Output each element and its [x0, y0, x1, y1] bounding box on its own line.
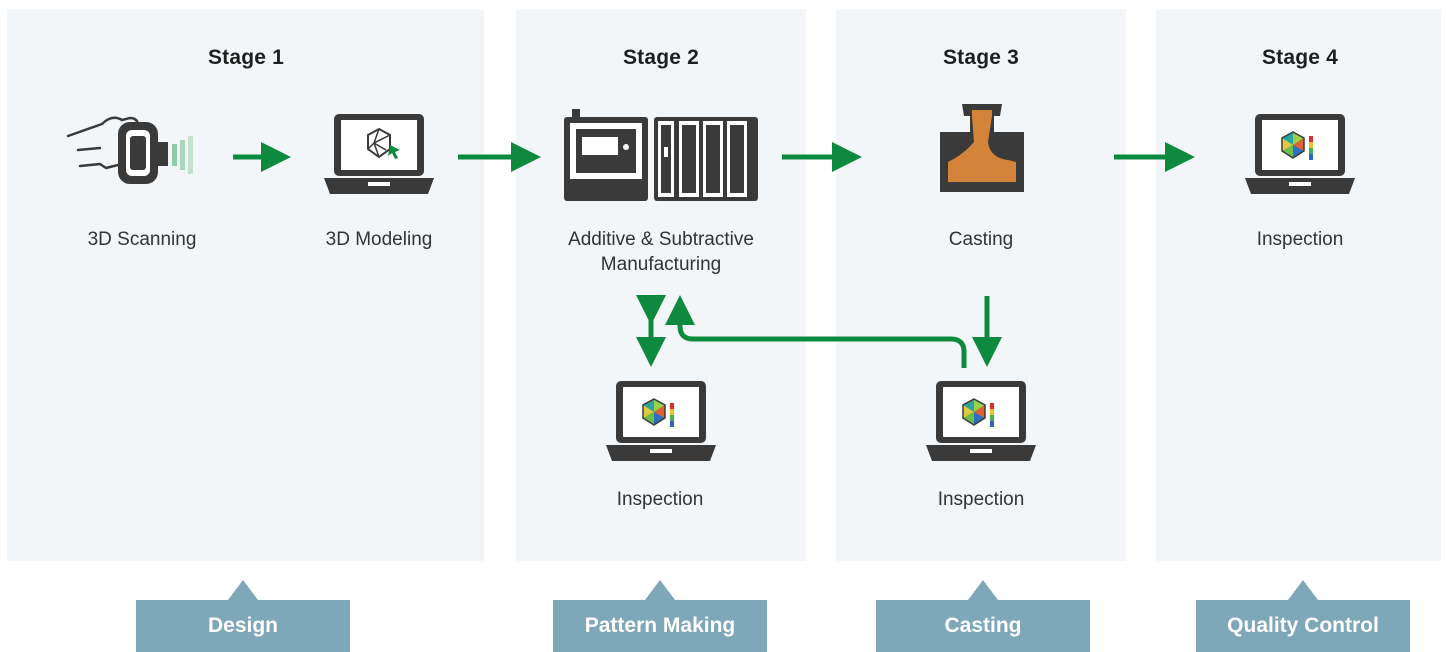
stage-2-panel — [516, 9, 806, 561]
phase-casting: Casting — [876, 580, 1090, 652]
phase-quality-control-label: Quality Control — [1196, 600, 1410, 652]
phase-casting-label: Casting — [876, 600, 1090, 652]
inspection-laptop-icon-final — [1245, 114, 1355, 194]
final-inspection-label: Inspection — [1256, 229, 1344, 250]
phase-design: Design — [136, 580, 350, 652]
3d-modeling-laptop-icon — [324, 114, 434, 194]
casting-mold-icon — [940, 104, 1024, 192]
stage-4-title: Stage 4 — [1261, 46, 1339, 69]
arrow-casting-inspection-back-to-manufacturing — [665, 295, 967, 368]
phase-pattern-making: Pattern Making — [553, 580, 767, 652]
manufacturing-label: Additive & Subtractive Manufacturing — [568, 229, 754, 275]
manufacturing-machines-icon — [564, 109, 758, 201]
stage-1-panel — [7, 9, 484, 561]
phase-pattern-making-label: Pattern Making — [553, 600, 767, 652]
stage-4-panel — [1156, 9, 1441, 561]
scanning-label: 3D Scanning — [87, 229, 197, 250]
modeling-label: 3D Modeling — [325, 229, 433, 250]
casting-inspection-label: Inspection — [937, 489, 1025, 510]
inspection-laptop-icon-casting — [926, 381, 1036, 461]
stage-1-title: Stage 1 — [207, 46, 285, 69]
stage-3-title: Stage 3 — [942, 46, 1020, 69]
phase-design-label: Design — [136, 600, 350, 652]
casting-label: Casting — [948, 229, 1014, 250]
stage-2-title: Stage 2 — [622, 46, 700, 69]
stage-3-panel — [836, 9, 1126, 561]
inspection-laptop-icon-pattern — [606, 381, 716, 461]
phase-quality-control: Quality Control — [1196, 580, 1410, 652]
3d-scanner-icon — [66, 116, 193, 184]
pattern-inspection-label: Inspection — [616, 489, 704, 510]
